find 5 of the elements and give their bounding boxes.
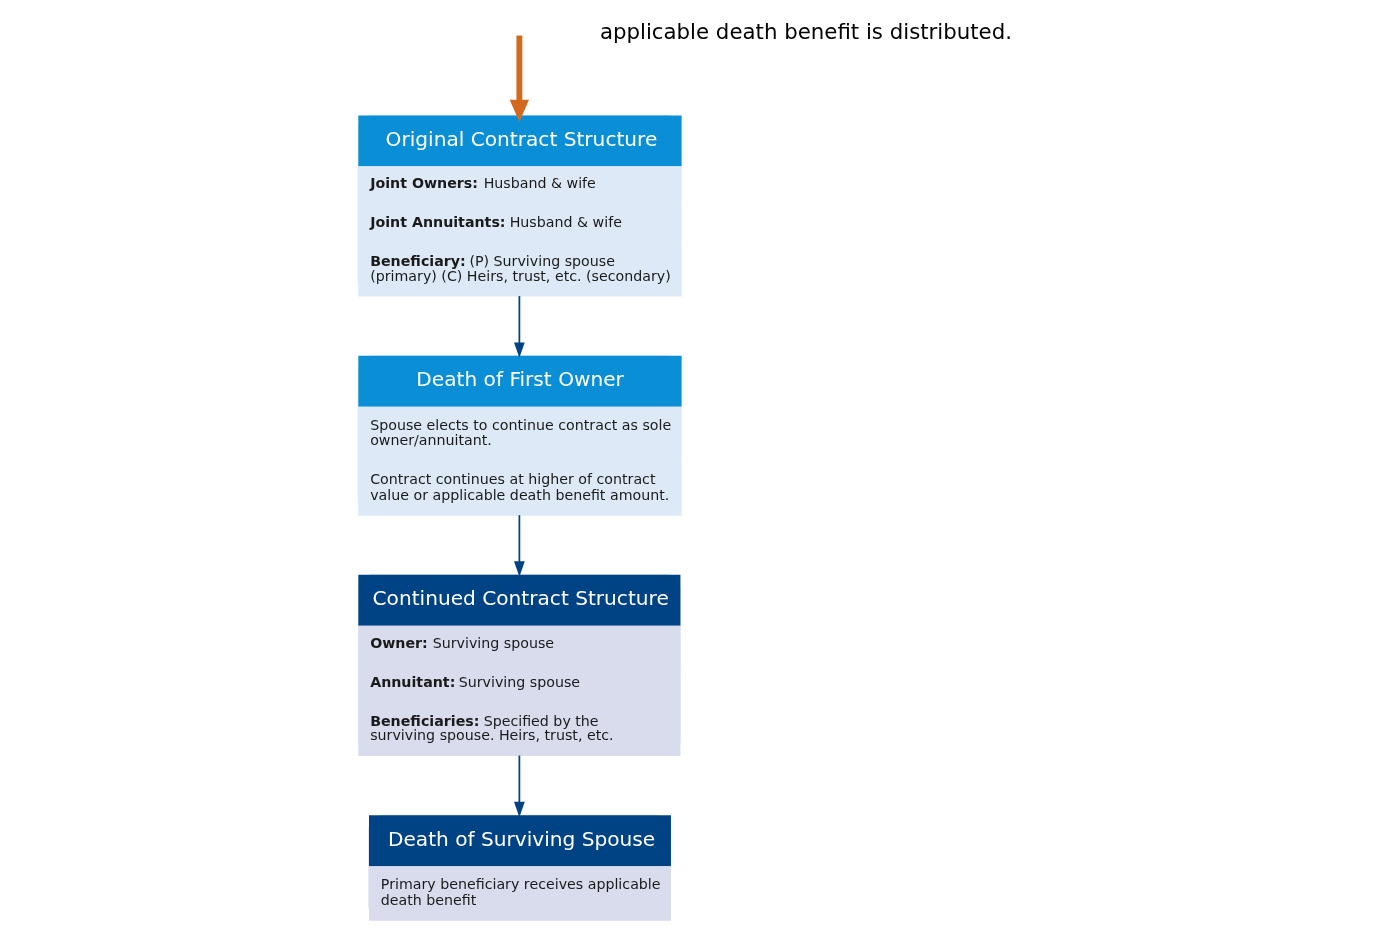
label: applicable death benefit is distributed.: [599, 19, 1012, 45]
arrow: [513, 754, 525, 818]
arrow: [513, 514, 525, 577]
arrow: [509, 35, 529, 122]
arrow: [513, 295, 525, 358]
